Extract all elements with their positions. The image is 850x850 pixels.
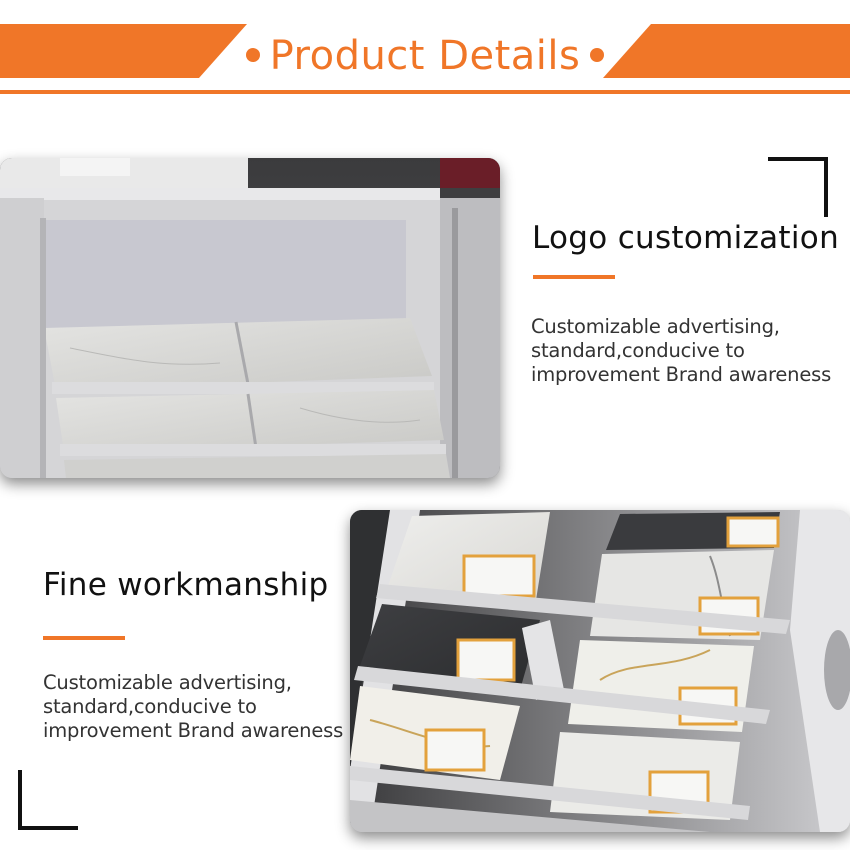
- feature-title-fine-workmanship: Fine workmanship: [43, 567, 329, 603]
- feature-description: Customizable advertising, standard,condu…: [531, 315, 832, 386]
- feature-description: Customizable advertising, standard,condu…: [43, 671, 344, 742]
- feature-title-logo-customization: Logo customization: [532, 220, 840, 256]
- corner-bracket-top-right: [768, 157, 828, 217]
- corner-bracket-bottom-left: [18, 770, 78, 830]
- feature-underline: [43, 636, 125, 640]
- header-banner: Product Details: [0, 0, 850, 100]
- tile-sample-rack-closeup-photo: [350, 510, 850, 832]
- banner-dot-right: [590, 48, 604, 62]
- page-title: Product Details: [269, 33, 581, 79]
- white-tile-display-rack-photo: [0, 158, 500, 478]
- feature-underline: [533, 275, 615, 279]
- banner-shape: [0, 24, 850, 94]
- banner-dot-left: [246, 48, 260, 62]
